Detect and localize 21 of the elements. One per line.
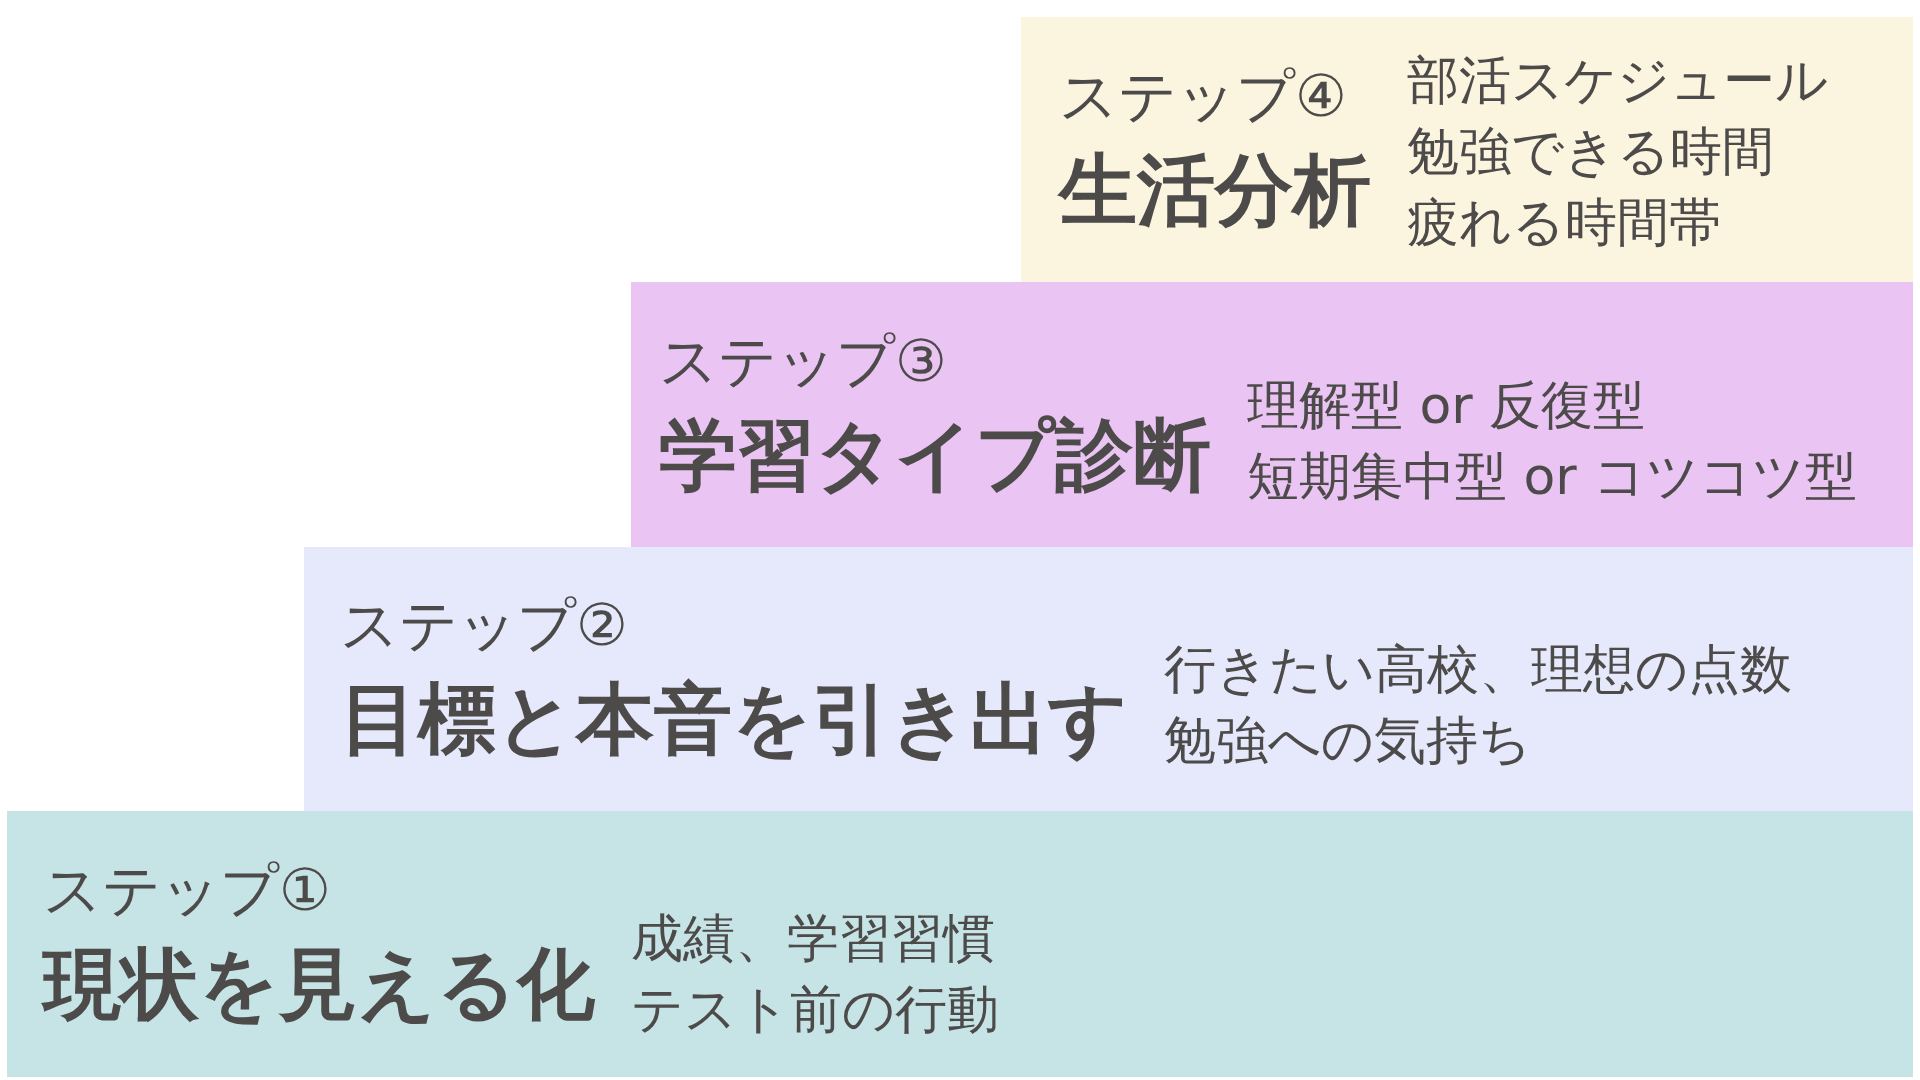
step-number: ステップ②: [340, 591, 628, 661]
step-band: [631, 282, 1913, 547]
step-title: 現状を見える化: [43, 938, 595, 1031]
step-title: 学習タイプ診断: [659, 408, 1211, 502]
detail-line: 成績、学習習慣: [631, 907, 995, 970]
step-number: ステップ③: [659, 326, 947, 397]
detail-line: 勉強できる時間: [1407, 120, 1774, 183]
step-band: [304, 547, 1913, 811]
step-title: 目標と本音を引き出す: [340, 673, 1128, 766]
step-band: [7, 811, 1913, 1077]
detail-line: 行きたい高校、理想の点数: [1164, 638, 1792, 701]
step-title: 生活分析: [1059, 143, 1371, 237]
step-number: ステップ④: [1059, 61, 1347, 132]
detail-line: テスト前の行動: [631, 978, 999, 1041]
detail-line: 疲れる時間帯: [1407, 191, 1721, 254]
step-number: ステップ①: [43, 856, 331, 926]
detail-line: 短期集中型 or コツコツ型: [1247, 444, 1858, 508]
detail-line: 理解型 or 反復型: [1247, 373, 1646, 437]
step-band: [1021, 17, 1913, 282]
detail-line: 部活スケジュール: [1407, 49, 1828, 112]
detail-line: 勉強への気持ち: [1164, 709, 1531, 772]
